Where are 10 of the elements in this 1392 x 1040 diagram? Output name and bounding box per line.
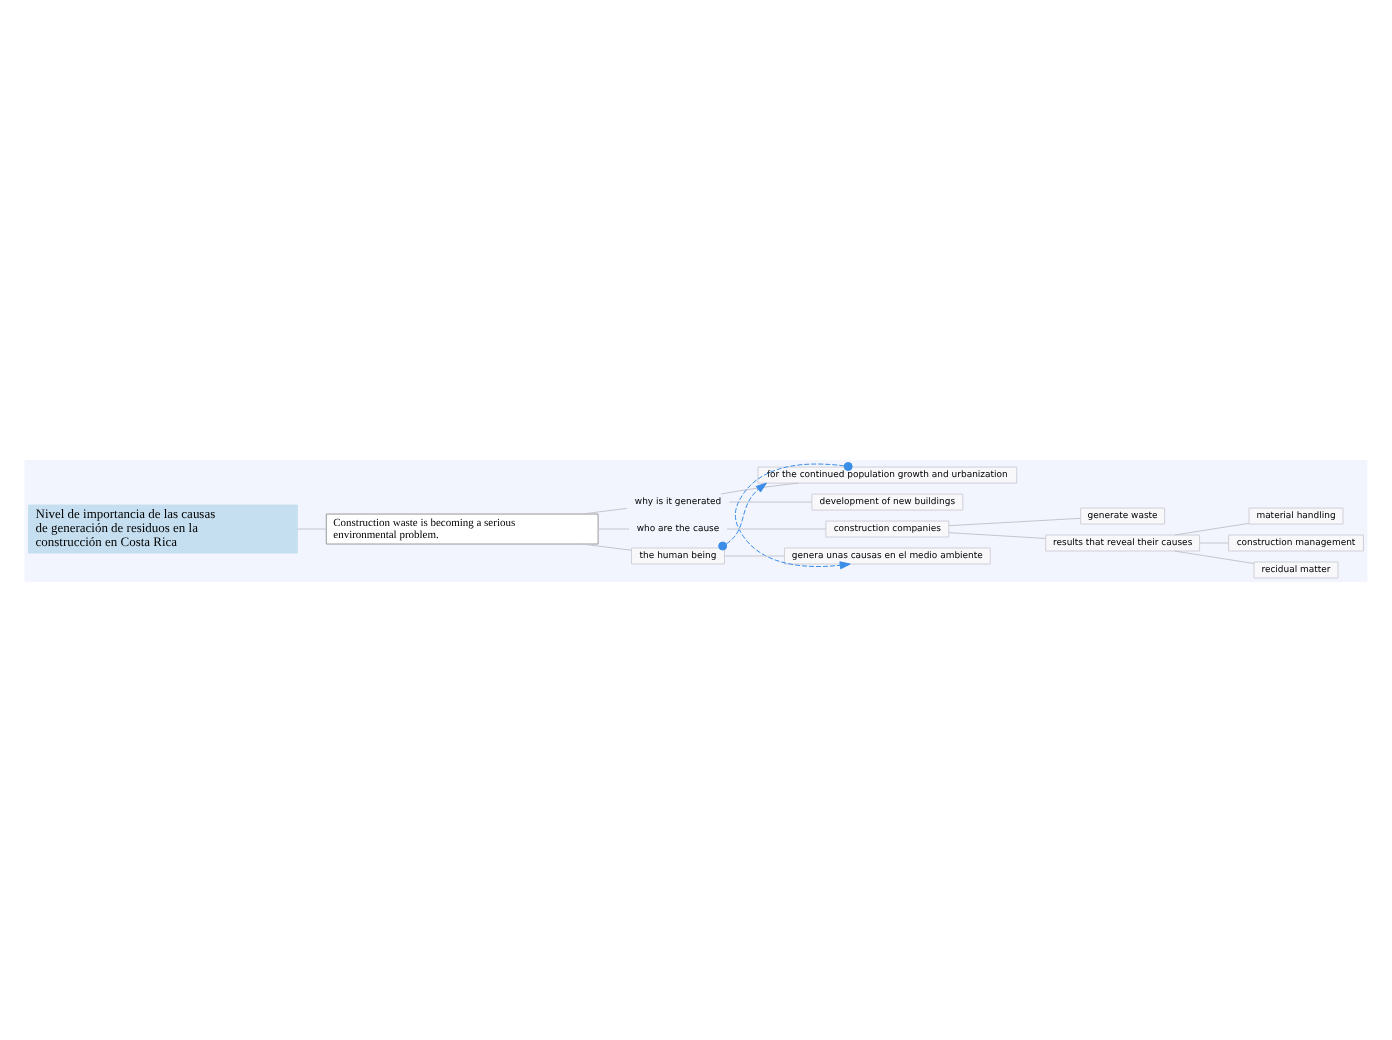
connector <box>1174 549 1255 564</box>
connector <box>581 542 632 550</box>
connector <box>724 554 785 556</box>
arrow <box>718 481 767 550</box>
connector <box>1174 521 1250 535</box>
connector <box>581 506 628 514</box>
connector <box>948 516 1081 526</box>
connector <box>720 481 800 494</box>
connector <box>948 531 1046 538</box>
arrow <box>734 461 853 569</box>
